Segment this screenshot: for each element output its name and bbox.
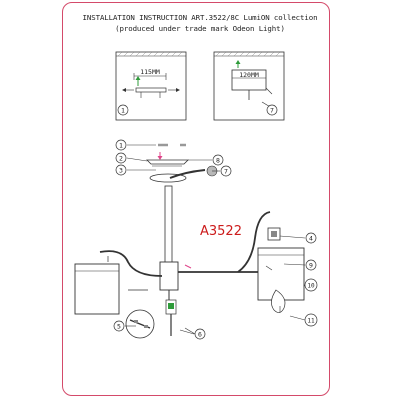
callout-6: 6 [194, 328, 206, 340]
callout-9: 9 [305, 259, 317, 271]
screw-detail [125, 309, 155, 339]
svg-text:5: 5 [117, 323, 121, 331]
svg-text:2: 2 [119, 155, 123, 163]
dimension-115: 115MM [140, 68, 160, 76]
model-label: A3522 [200, 224, 242, 239]
callout-leaders [125, 144, 306, 335]
mounting-bracket [146, 143, 189, 167]
detail-box-step-7: 120MM 7 [213, 51, 285, 121]
svg-text:7: 7 [224, 168, 228, 176]
right-arm [178, 211, 281, 273]
callout-3: 3 [115, 164, 127, 176]
right-shade [257, 247, 305, 313]
svg-text:6: 6 [198, 331, 202, 339]
detail-box-step-1: 115MM 1 [115, 51, 187, 121]
svg-text:11: 11 [307, 318, 315, 325]
callout-1: 1 [115, 139, 127, 151]
center-rod [159, 185, 196, 336]
svg-text:4: 4 [309, 235, 313, 243]
callout-8: 8 [212, 154, 224, 166]
svg-text:9: 9 [309, 262, 313, 270]
canopy [149, 165, 218, 183]
callout-7: 7 [220, 165, 232, 177]
title-line-1: INSTALLATION INSTRUCTION ART.3522/8C Lum… [82, 13, 318, 22]
dimension-120: 120MM [239, 71, 259, 79]
step-number-1: 1 [121, 107, 125, 115]
svg-text:3: 3 [119, 167, 123, 175]
callout-2: 2 [115, 152, 127, 164]
svg-text:1: 1 [119, 142, 123, 150]
callout-4: 4 [305, 232, 317, 244]
callout-5: 5 [113, 320, 125, 332]
title-line-2: (produced under trade mark Odeon Light) [115, 24, 285, 33]
svg-text:8: 8 [216, 157, 220, 165]
left-arm [99, 250, 163, 291]
step-number-7: 7 [270, 107, 274, 115]
callout-10: 10 [304, 278, 318, 292]
page-frame [62, 2, 330, 396]
left-shade [74, 256, 120, 315]
callout-11: 11 [304, 313, 318, 327]
svg-text:10: 10 [307, 283, 315, 290]
